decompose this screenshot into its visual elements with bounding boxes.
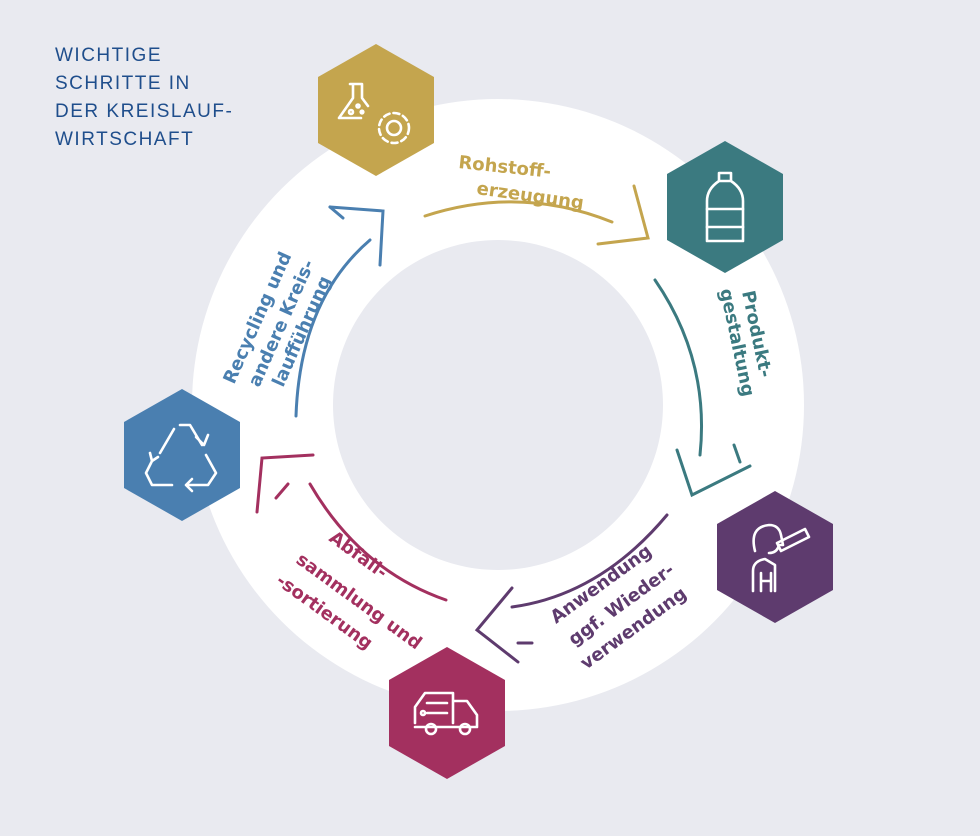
recycle-icon	[144, 423, 218, 493]
title-line: WICHTIGE	[55, 45, 162, 66]
step-recycling-hexagon	[124, 389, 240, 521]
arrow-recycling	[294, 205, 385, 418]
arrow-produkt	[653, 278, 752, 498]
cycle-ring	[192, 99, 805, 711]
diagram-title: WICHTIGE SCHRITTE IN DER KREISLAUF- WIRT…	[55, 42, 233, 154]
title-line: DER KREISLAUF-	[55, 101, 234, 122]
step-abfall-hexagon	[389, 647, 505, 779]
person-drinking-icon	[751, 523, 811, 593]
garbage-truck-icon	[413, 691, 479, 736]
step-rohstoff-hexagon	[318, 44, 434, 176]
arrow-anwendung	[474, 513, 669, 664]
arrow-rohstoff	[423, 184, 650, 246]
flask-gear-icon	[337, 82, 411, 145]
step-anwendung-hexagon	[717, 491, 833, 623]
title-line: WIRTSCHAFT	[55, 129, 195, 150]
title-line: SCHRITTE IN	[55, 73, 191, 94]
step-produkt-hexagon	[667, 141, 783, 273]
arrow-abfall	[255, 453, 448, 602]
bottle-icon	[705, 171, 745, 243]
